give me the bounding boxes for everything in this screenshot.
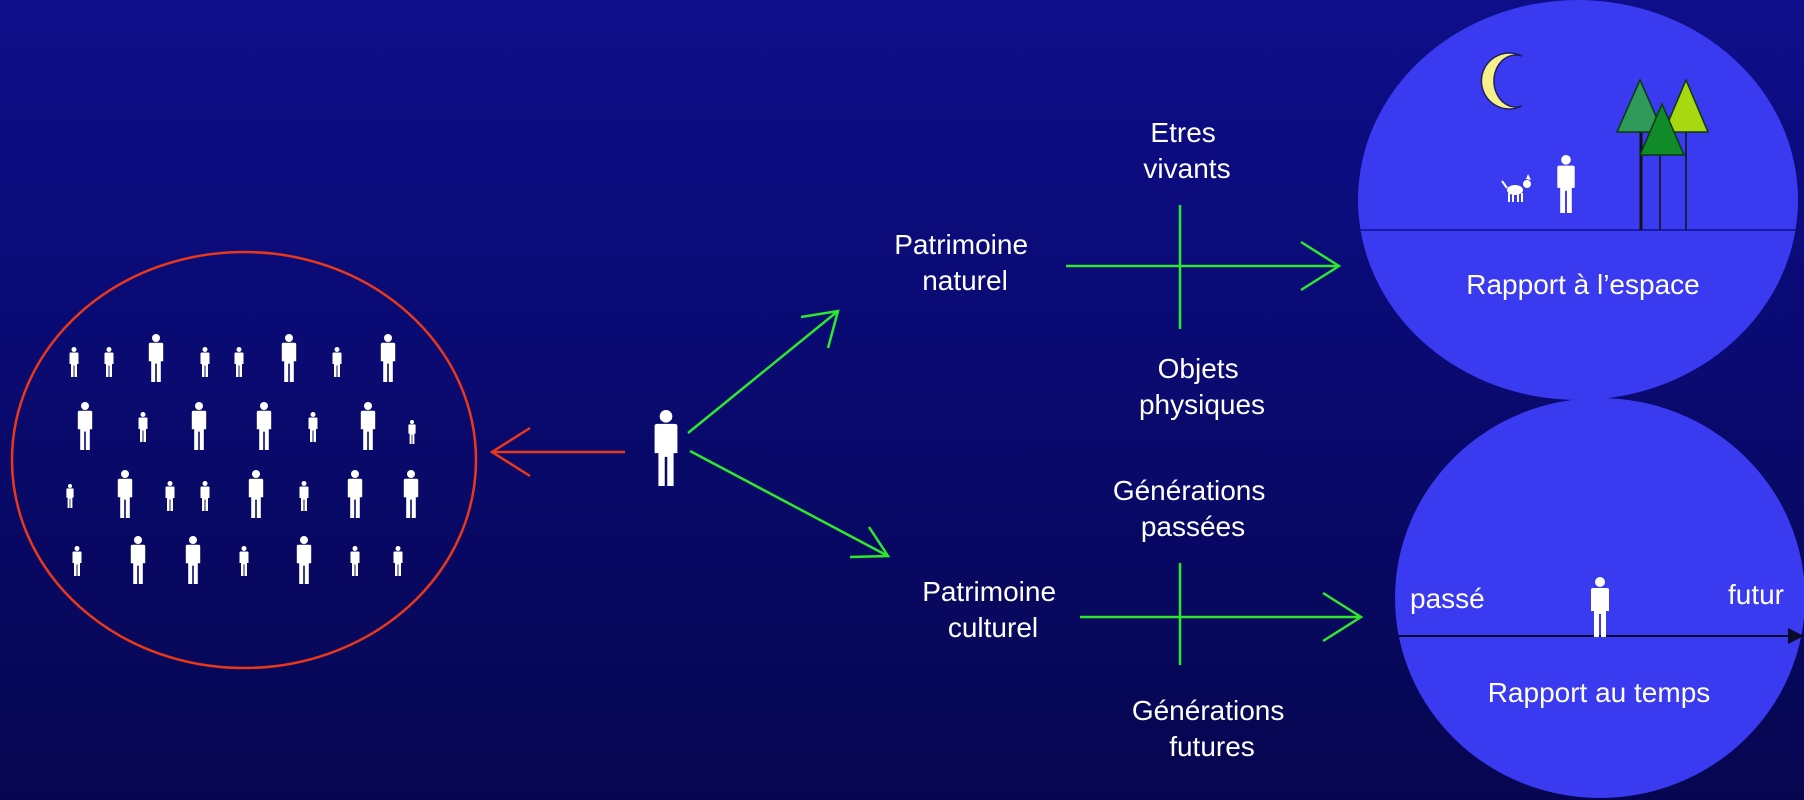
- crowd-person-icon: [69, 347, 79, 377]
- space-relation-circle: Rapport à l’espace: [1358, 0, 1798, 400]
- crowd-person-icon: [200, 347, 210, 377]
- past-generations-line1: Générations: [1113, 475, 1266, 506]
- crowd-person-icon: [191, 402, 207, 450]
- tree-icon: [1615, 78, 1710, 230]
- moon-icon: [1480, 52, 1523, 110]
- cultural-cross: [1080, 563, 1364, 665]
- crowd-person-icon: [256, 402, 272, 450]
- future-generations-label: Générations futures: [1132, 695, 1292, 762]
- time-relation-circle: passé futur Rapport au temps: [1395, 398, 1804, 798]
- arrow-to-cultural: [689, 449, 891, 559]
- living-beings-label: Etres vivants: [1143, 117, 1230, 184]
- past-label: passé: [1410, 583, 1485, 614]
- crowd-person-icon: [360, 402, 376, 450]
- crowd-person-icon: [350, 546, 360, 576]
- crowd-person-icon: [148, 334, 164, 382]
- arrow-to-natural: [687, 309, 840, 434]
- crowd-person-icon: [332, 347, 342, 377]
- crowd-person-icon: [200, 481, 210, 511]
- living-beings-line2: vivants: [1143, 153, 1230, 184]
- crowd-person-icon: [299, 481, 309, 511]
- crowd-person-icon: [117, 470, 133, 518]
- cultural-heritage-line1: Patrimoine: [922, 576, 1056, 607]
- time-relation-label: Rapport au temps: [1488, 677, 1711, 708]
- crowd-person-icon: [130, 536, 146, 584]
- crowd-ellipse: [10, 250, 478, 670]
- red-arrow: [489, 426, 625, 478]
- crowd-person-icon: [296, 536, 312, 584]
- crowd-group: [66, 334, 419, 584]
- natural-heritage-line2: naturel: [922, 265, 1008, 296]
- timeline-arrowhead: [1788, 628, 1804, 644]
- past-generations-label: Générations passées: [1113, 475, 1273, 542]
- cultural-heritage-label: Patrimoine culturel: [922, 576, 1064, 643]
- future-label: futur: [1728, 579, 1784, 610]
- cultural-heritage-line2: culturel: [948, 612, 1038, 643]
- crowd-person-icon: [308, 412, 318, 442]
- physical-objects-line1: Objets: [1158, 353, 1239, 384]
- crowd-person-icon: [104, 347, 114, 377]
- crowd-person-icon: [393, 546, 403, 576]
- crowd-person-icon: [165, 481, 175, 511]
- past-generations-line2: passées: [1141, 511, 1245, 542]
- crowd-person-icon: [248, 470, 264, 518]
- crowd-person-icon: [403, 470, 419, 518]
- central-person-icon: [654, 410, 678, 486]
- crowd-person-icon: [77, 402, 93, 450]
- natural-heritage-line1: Patrimoine: [894, 229, 1028, 260]
- physical-objects-label: Objets physiques: [1139, 353, 1265, 420]
- crowd-person-icon: [138, 412, 148, 442]
- crowd-person-icon: [281, 334, 297, 382]
- natural-heritage-label: Patrimoine naturel: [894, 229, 1036, 296]
- crowd-person-icon: [185, 536, 201, 584]
- dog-icon: [1501, 174, 1531, 202]
- crowd-person-icon: [66, 484, 74, 508]
- physical-objects-line2: physiques: [1139, 389, 1265, 420]
- crowd-person-icon: [239, 546, 249, 576]
- natural-cross: [1066, 205, 1342, 329]
- crowd-person-icon: [408, 420, 416, 444]
- living-beings-line1: Etres: [1150, 117, 1215, 148]
- crowd-person-icon: [234, 347, 244, 377]
- crowd-person-icon: [72, 546, 82, 576]
- crowd-person-icon: [380, 334, 396, 382]
- space-relation-label: Rapport à l’espace: [1466, 269, 1699, 300]
- future-generations-line1: Générations: [1132, 695, 1285, 726]
- future-generations-line2: futures: [1169, 731, 1255, 762]
- crowd-person-icon: [347, 470, 363, 518]
